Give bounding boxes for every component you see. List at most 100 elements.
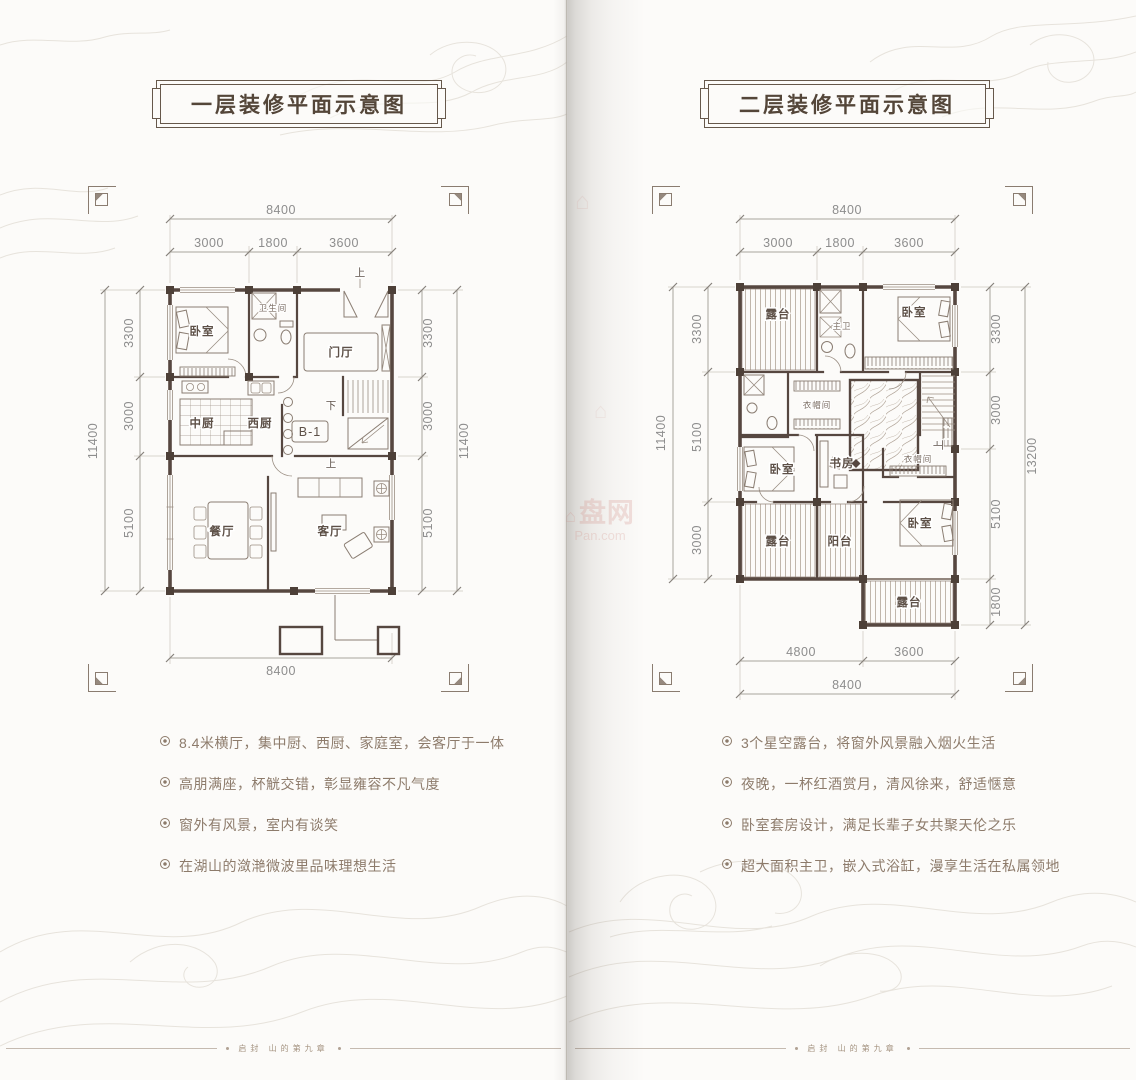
stair-up-label: 上 [326, 458, 337, 470]
bullet-icon [722, 777, 732, 787]
room-label-master-bath: 主卫 [832, 321, 851, 331]
room-label-bedroom-ml: 卧室 [770, 462, 795, 476]
foyer-rug-icon [303, 332, 379, 372]
bullet-icon [160, 736, 170, 746]
kitchen-icon [179, 380, 275, 446]
bullet-icon [722, 736, 732, 746]
page-footer: 启封 山的第九章 [6, 1043, 561, 1054]
svg-text:3600: 3600 [894, 645, 924, 659]
svg-text:5100: 5100 [989, 499, 1003, 529]
room-label-bedroom-tr: 卧室 [902, 305, 927, 319]
room-label-study: 书房 [830, 456, 855, 470]
svg-text:3600: 3600 [894, 236, 924, 250]
page-title: 二层装修平面示意图 [739, 94, 955, 117]
feature-bullets: 3个星空露台，将窗外风景融入烟火生活 夜晚，一杯红酒赏月，清风徐来，舒适惬意 卧… [722, 733, 1122, 897]
dimension-labels: 8400 3000 1800 3600 3300 5100 3000 11400… [654, 203, 1039, 692]
room-label-kitchen-west: 西厨 [248, 417, 273, 430]
page-floor-1: 一层装修平面示意图 8400 3000 1800 3600 3300 [0, 0, 567, 1080]
list-item: 高朋满座，杯觥交错，彰显雍容不凡气度 [160, 774, 560, 794]
wardrobe-icon [793, 418, 841, 430]
room-label-bedroom: 卧室 [190, 324, 215, 338]
list-item: 8.4米横厅，集中厨、西厨、家庭室，会客厅于一体 [160, 733, 560, 753]
stairs-icon [347, 380, 389, 450]
room-label-terrace-bl: 露台 [766, 534, 791, 548]
svg-text:3300: 3300 [989, 314, 1003, 344]
page-footer: 启封 山的第九章 [575, 1043, 1130, 1054]
svg-text:3000: 3000 [421, 401, 435, 431]
svg-text:8400: 8400 [266, 664, 296, 678]
stair-up-label: 上 [933, 440, 945, 451]
small-bath-fixtures-icon [743, 374, 778, 430]
svg-text:3000: 3000 [989, 395, 1003, 425]
plaque-right-cap [985, 88, 994, 119]
door-marker-icon [851, 459, 861, 468]
footer-dot-icon [337, 1047, 341, 1050]
room-label-cloak-mid: 衣帽间 [803, 400, 832, 410]
room-label-living: 客厅 [317, 524, 343, 538]
footer-dot-icon [795, 1047, 799, 1050]
svg-text:3000: 3000 [194, 236, 224, 250]
hall-columns-icon [283, 397, 293, 455]
room-labels: 露台 主卫 卧室 衣帽间 卧室 书房 衣帽间 上 露台 阳台 卧室 露台 [764, 304, 946, 611]
title-plaque-floor-1: 一层装修平面示意图 [152, 80, 446, 128]
list-item: 超大面积主卫，嵌入式浴缸，漫享生活在私属领地 [722, 856, 1122, 876]
svg-text:4800: 4800 [786, 645, 816, 659]
terraces [741, 288, 954, 624]
extension-lines [668, 215, 1031, 700]
extension-lines [100, 215, 463, 664]
svg-text:1800: 1800 [825, 236, 855, 250]
room-label-balcony: 阳台 [828, 534, 853, 548]
room-label-terrace-bottom: 露台 [897, 595, 922, 609]
svg-text:11400: 11400 [654, 415, 668, 451]
bullet-icon [160, 859, 170, 869]
svg-text:5100: 5100 [690, 422, 704, 452]
svg-text:3300: 3300 [690, 314, 704, 344]
furniture [743, 289, 955, 547]
svg-text:5100: 5100 [122, 508, 136, 538]
svg-text:3000: 3000 [122, 401, 136, 431]
title-plaque-floor-2: 二层装修平面示意图 [700, 80, 994, 128]
room-label-bathroom: 卫生间 [259, 303, 288, 313]
entry-porch [278, 595, 401, 656]
page-floor-2: 二层装修平面示意图 8400 3000 1800 3600 3300 5100 … [569, 0, 1136, 1080]
floor-plan-second-floor: 8400 3000 1800 3600 3300 5100 3000 11400… [654, 203, 1039, 700]
unit-label-box [291, 420, 329, 443]
unit-label: B-1 [299, 425, 321, 439]
svg-text:8400: 8400 [832, 203, 862, 217]
wardrobe-icon [889, 465, 947, 477]
room-label-bedroom-br: 卧室 [908, 516, 933, 530]
svg-text:5100: 5100 [421, 508, 435, 538]
column-blocks [166, 286, 396, 595]
bullet-icon [160, 777, 170, 787]
svg-text:11400: 11400 [457, 423, 471, 459]
svg-text:3300: 3300 [421, 318, 435, 348]
closet-icon [381, 324, 391, 372]
svg-text:3300: 3300 [122, 318, 136, 348]
svg-text:1800: 1800 [258, 236, 288, 250]
svg-text:8400: 8400 [832, 678, 862, 692]
bed-icon [899, 499, 954, 547]
room-label-kitchen-cn: 中厨 [190, 416, 215, 430]
corner-mark-icon [88, 186, 118, 216]
footer-dot-icon [226, 1047, 230, 1050]
feature-bullets: 8.4米横厅，集中厨、西厨、家庭室，会客厅于一体 高朋满座，杯觥交错，彰显雍容不… [160, 733, 560, 897]
wardrobe-icon [793, 380, 841, 392]
svg-text:3000: 3000 [690, 525, 704, 555]
bed-icon [175, 306, 229, 354]
walls [736, 283, 959, 629]
svg-text:3000: 3000 [763, 236, 793, 250]
furniture [175, 292, 391, 560]
dimension-lines [668, 214, 1030, 699]
bed-icon [743, 446, 795, 492]
tv-cabinet-icon [270, 492, 277, 552]
study-desk-icon [819, 440, 848, 489]
list-item: 在湖山的潋滟微波里品味理想生活 [160, 856, 560, 876]
bed-icon [897, 296, 951, 342]
window-icon [166, 286, 396, 595]
entry-up-label: 上 [355, 267, 366, 279]
plaque-right-cap [437, 88, 446, 119]
list-item: 窗外有风景，室内有谈笑 [160, 815, 560, 835]
stair-down-label: 下 [326, 400, 337, 412]
